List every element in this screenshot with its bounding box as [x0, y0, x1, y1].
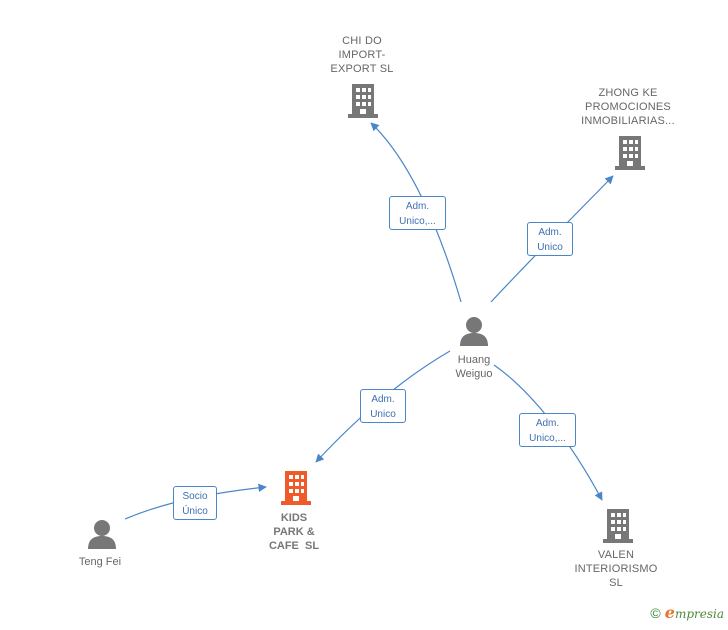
node-label-chi-do[interactable]: CHI DO IMPORT- EXPORT SL: [320, 34, 404, 76]
person-icon: [460, 317, 488, 346]
node-label-valen[interactable]: VALEN INTERIORISMO SL: [566, 548, 666, 590]
role-line: Unico,...: [399, 216, 436, 227]
label-line: KIDS: [280, 512, 308, 524]
building-icon: [603, 509, 633, 543]
person-icon: [88, 520, 116, 549]
node-label-teng-fei[interactable]: Teng Fei: [64, 555, 136, 569]
role-line: Adm.: [371, 394, 395, 405]
label-line: PARK &: [273, 526, 315, 538]
role-line: Socio: [182, 491, 208, 502]
node-label-huang-weiguo[interactable]: Huang Weiguo: [440, 353, 508, 381]
building-icon: [615, 136, 645, 170]
edge-role-huang-zhong-ke[interactable]: Adm. Unico: [527, 222, 573, 256]
label-line: Huang: [457, 354, 491, 366]
edge-role-huang-kids[interactable]: Adm. Unico: [360, 389, 406, 423]
role-line: Adm.: [538, 227, 562, 238]
footer-brand: © empresia: [650, 603, 724, 622]
role-line: Adm.: [535, 418, 560, 429]
label-line: Weiguo: [455, 368, 493, 380]
building-icon: [348, 84, 378, 118]
edge-role-teng-kids[interactable]: Socio Único: [173, 486, 217, 520]
label-line: SL: [609, 577, 623, 589]
empresia-logo[interactable]: empresia: [664, 603, 724, 622]
role-line: Unico: [537, 242, 563, 253]
node-label-kids-park[interactable]: KIDS PARK & CAFE SL: [254, 511, 334, 553]
role-line: Unico: [370, 409, 396, 420]
edge-role-huang-chi-do[interactable]: Adm. Unico,...: [389, 196, 446, 230]
label-line: INTERIORISMO: [574, 563, 658, 575]
label-line: IMPORT-: [338, 49, 386, 61]
edge-role-huang-valen[interactable]: Adm. Unico,...: [519, 413, 576, 447]
label-line: EXPORT SL: [330, 63, 394, 75]
label-line: VALEN: [597, 549, 635, 561]
label-line: CAFE SL: [268, 540, 320, 552]
copyright-symbol: ©: [650, 604, 661, 621]
role-line: Unico,...: [529, 433, 566, 444]
label-line: ZHONG KE: [598, 87, 658, 99]
node-label-zhong-ke[interactable]: ZHONG KE PROMOCIONES INMOBILIARIAS...: [572, 86, 684, 128]
label-line: CHI DO: [342, 35, 382, 47]
label-line: Teng Fei: [78, 556, 122, 568]
role-line: Adm.: [405, 201, 430, 212]
label-line: INMOBILIARIAS...: [581, 115, 675, 127]
label-line: PROMOCIONES: [585, 101, 671, 113]
building-icon-main: [281, 471, 311, 505]
role-line: Único: [182, 506, 208, 517]
